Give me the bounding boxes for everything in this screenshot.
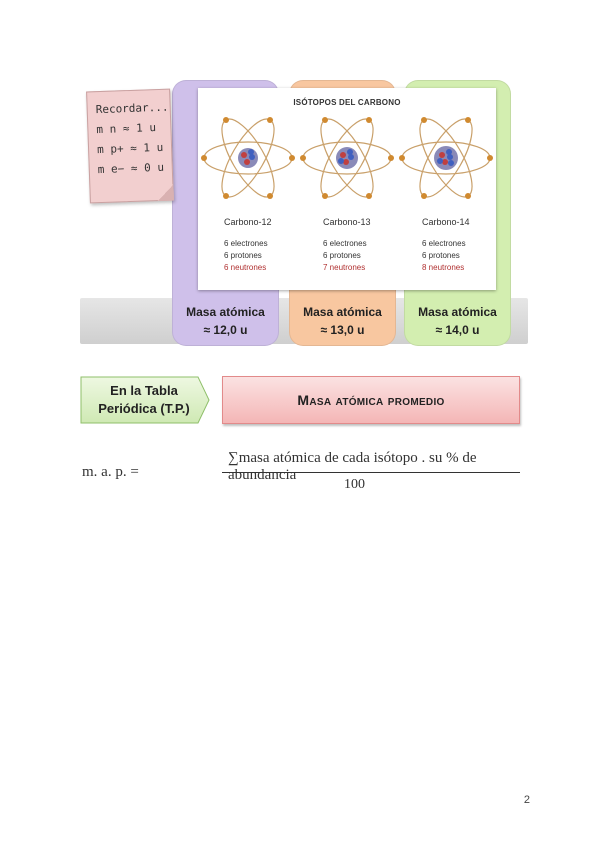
protons: 6 protones: [422, 251, 460, 260]
atom-icon-carbon-14: [399, 117, 493, 199]
isotope-info-carbon-14: Carbono-14 6 electrones 6 protones 8 neu…: [396, 216, 492, 274]
mass-value: ≈ 13,0 u: [320, 323, 365, 337]
neutrons: 6 neutrones: [224, 263, 267, 272]
mass-value: ≈ 14,0 u: [435, 323, 480, 337]
arrow-shape: [80, 376, 210, 424]
note-line-proton: m p+ ≈ 1 u: [96, 140, 164, 157]
average-mass-formula: m. a. p. = ∑masa atómica de cada isótopo…: [82, 450, 522, 498]
isotope-info-carbon-12: Carbono-12 6 electrones 6 protones 6 neu…: [198, 216, 294, 274]
card-title: ISÓTOPOS DEL CARBONO: [293, 98, 401, 107]
column-label: Masa atómica ≈ 13,0 u: [290, 303, 395, 339]
mass-value: ≈ 12,0 u: [203, 323, 248, 337]
atom-icon-carbon-13: [300, 117, 394, 199]
arrow-label: En la Tabla Periódica (T.P.): [98, 383, 190, 416]
column-label: Masa atómica ≈ 14,0 u: [405, 303, 510, 339]
isotope-info-carbon-13: Carbono-13 6 electrones 6 protones 7 neu…: [297, 216, 393, 274]
mass-label: Masa atómica: [418, 305, 497, 319]
formula-lhs: m. a. p. =: [82, 464, 139, 480]
periodic-table-arrow: En la Tabla Periódica (T.P.): [80, 376, 210, 424]
note-fold: [157, 184, 174, 202]
electrons: 6 electrones: [422, 239, 466, 248]
isotope-name: Carbono-13: [323, 217, 371, 227]
average-mass-banner: Masa atómica promedio: [222, 376, 520, 424]
formula-numerator: ∑masa atómica de cada isótopo . su % de …: [228, 450, 477, 483]
column-label: Masa atómica ≈ 12,0 u: [173, 303, 278, 339]
neutrons: 7 neutrones: [323, 263, 366, 272]
mass-label: Masa atómica: [186, 305, 265, 319]
electrons: 6 electrones: [323, 239, 367, 248]
page-number: 2: [523, 794, 530, 806]
isotope-name: Carbono-14: [422, 217, 470, 227]
note-line-neutron: m n ≈ 1 u: [96, 121, 157, 137]
fraction-bar: [222, 472, 520, 473]
protons: 6 protones: [323, 251, 361, 260]
mass-label: Masa atómica: [303, 305, 382, 319]
note-line-electron: m e− ≈ 0 u: [97, 160, 165, 177]
banner-title: Masa atómica promedio: [297, 392, 445, 408]
electrons: 6 electrones: [224, 239, 268, 248]
isotope-card: ISÓTOPOS DEL CARBONO: [198, 88, 496, 290]
neutrons: 8 neutrones: [422, 263, 465, 272]
atom-icon-carbon-12: [201, 117, 295, 199]
formula-denominator: 100: [344, 477, 365, 492]
isotope-name: Carbono-12: [224, 217, 272, 227]
note-title: Recordar...: [95, 100, 169, 117]
protons: 6 protones: [224, 251, 262, 260]
reminder-note: Recordar... m n ≈ 1 u m p+ ≈ 1 u m e− ≈ …: [86, 88, 174, 204]
